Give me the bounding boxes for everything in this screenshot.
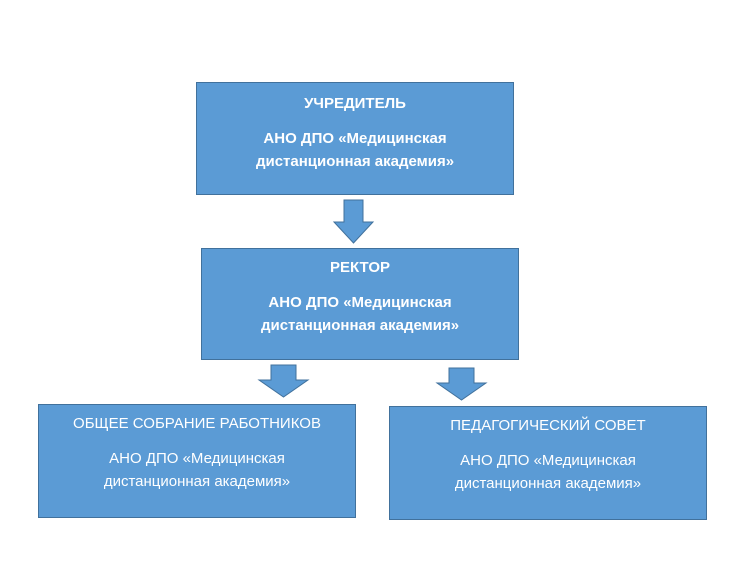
pedagogical-council-node: ПЕДАГОГИЧЕСКИЙ СОВЕТ АНО ДПО «Медицинска… [389,406,707,520]
arrow-rector-to-staff [257,364,310,398]
arrow-rector-to-council [435,367,488,401]
arrow-down-icon [332,199,375,244]
staff-meeting-org-line1: АНО ДПО «Медицинская [109,450,285,467]
rector-title: РЕКТОР [330,259,390,276]
staff-meeting-node: ОБЩЕЕ СОБРАНИЕ РАБОТНИКОВ АНО ДПО «Медиц… [38,404,356,518]
arrow-down-icon [257,364,310,398]
arrow-down-icon [435,367,488,401]
pedagogical-council-title: ПЕДАГОГИЧЕСКИЙ СОВЕТ [450,417,646,434]
staff-meeting-title: ОБЩЕЕ СОБРАНИЕ РАБОТНИКОВ [73,415,321,432]
rector-org-line1: АНО ДПО «Медицинская [268,294,452,311]
staff-meeting-org-line2: дистанционная академия» [103,473,291,490]
pedagogical-council-org-line1: АНО ДПО «Медицинская [460,452,636,469]
staff-meeting-org: АНО ДПО «Медицинская дистанционная акаде… [39,447,355,493]
rector-org: АНО ДПО «Медицинская дистанционная акаде… [202,291,518,337]
founder-title: УЧРЕДИТЕЛЬ [304,95,406,112]
arrow-founder-to-rector [332,199,375,244]
founder-node: УЧРЕДИТЕЛЬ АНО ДПО «Медицинская дистанци… [196,82,514,195]
founder-org: АНО ДПО «Медицинская дистанционная акаде… [197,127,513,173]
founder-org-line2: дистанционная академия» [255,153,455,170]
pedagogical-council-org-line2: дистанционная академия» [454,475,642,492]
rector-org-line2: дистанционная академия» [260,317,460,334]
rector-node: РЕКТОР АНО ДПО «Медицинская дистанционна… [201,248,519,360]
founder-org-line1: АНО ДПО «Медицинская [263,130,447,147]
pedagogical-council-org: АНО ДПО «Медицинская дистанционная акаде… [390,449,706,495]
